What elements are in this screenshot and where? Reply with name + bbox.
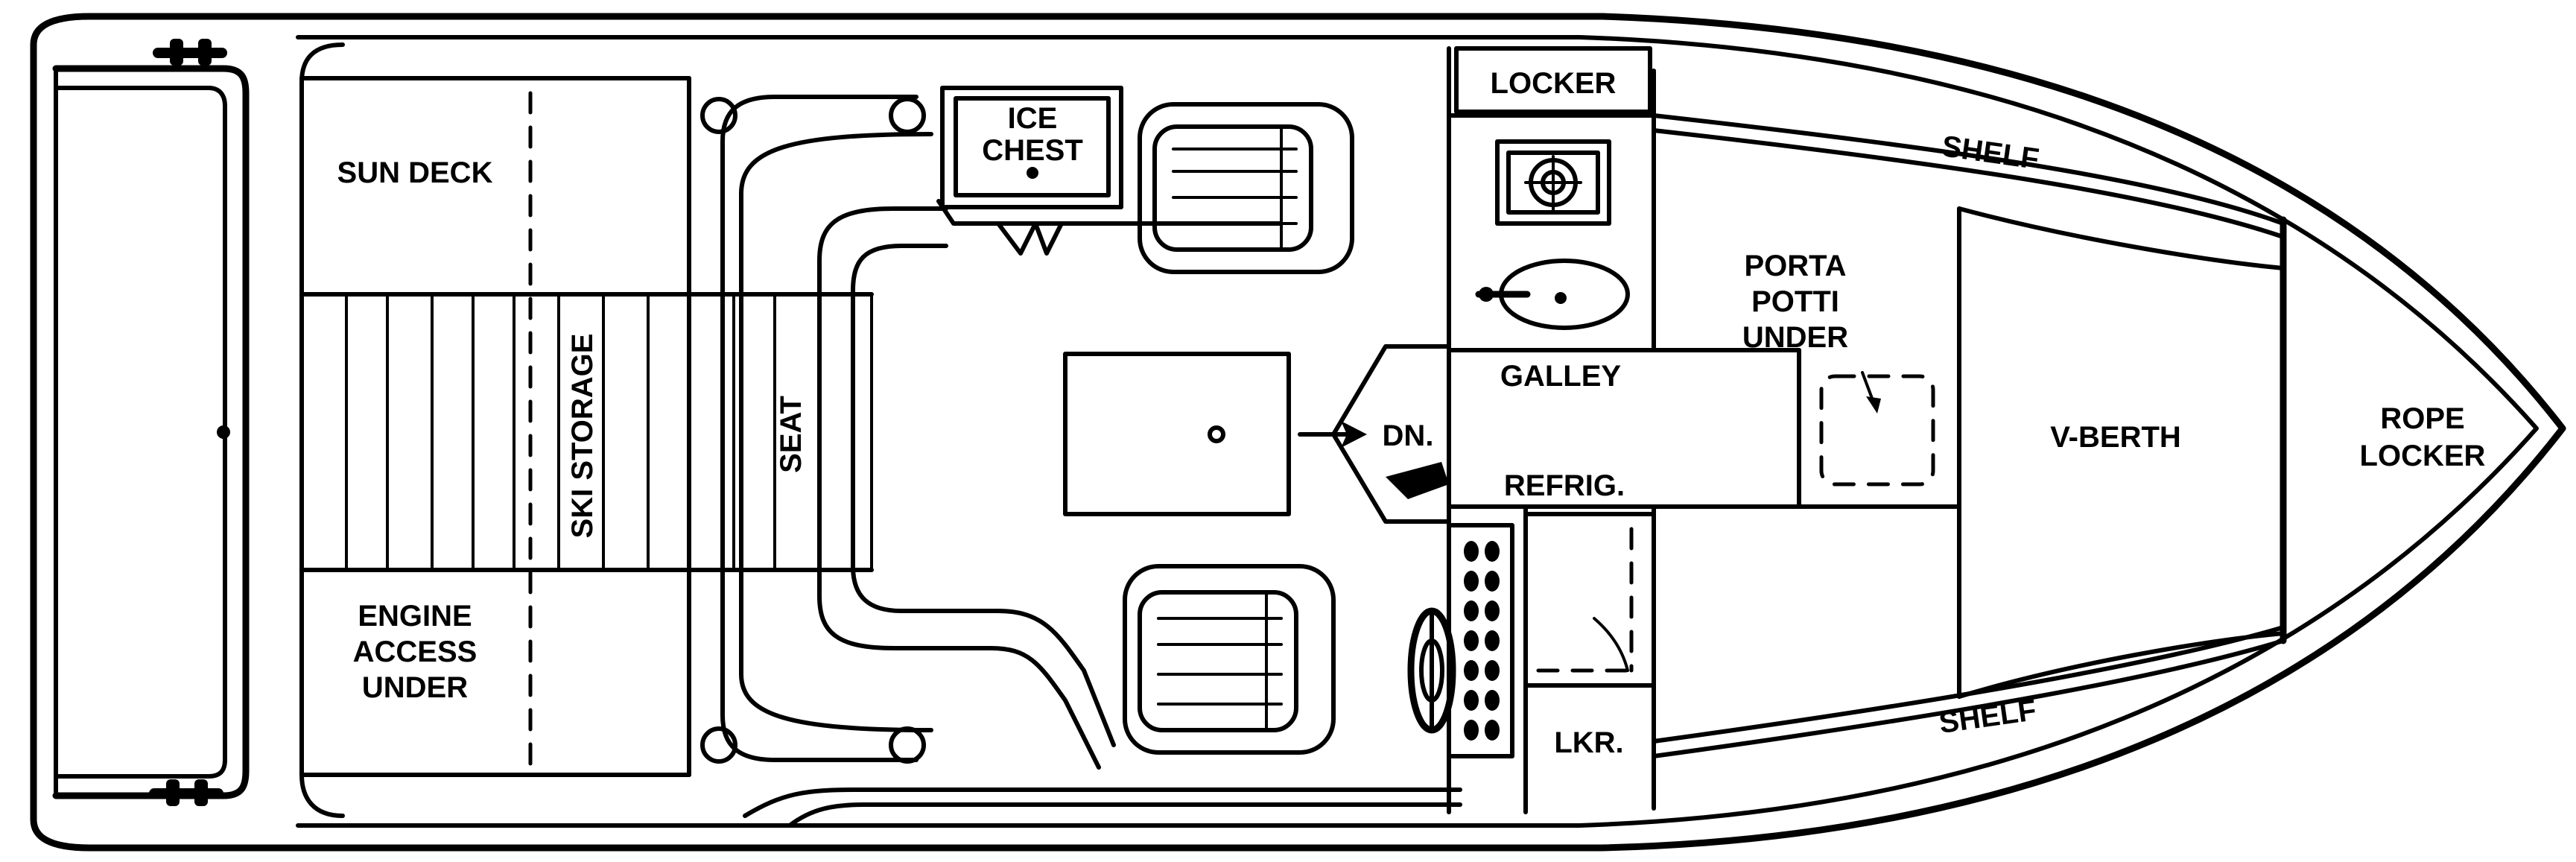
label-rope-locker-1: ROPE	[2380, 402, 2464, 435]
ice-chest	[940, 86, 1123, 256]
label-locker: LOCKER	[1491, 67, 1617, 100]
helm-seat-top	[1138, 102, 1354, 274]
label-refrig: REFRIG.	[1504, 469, 1625, 502]
porta-potti	[1819, 374, 1935, 487]
stove-icon	[1495, 139, 1611, 226]
label-porta-potti-1: PORTA	[1744, 250, 1846, 282]
label-ice-chest-2: CHEST	[982, 134, 1083, 167]
helm-seat-bottom	[1123, 564, 1336, 755]
label-sun-deck: SUN DECK	[337, 156, 493, 189]
label-lkr: LKR.	[1554, 726, 1623, 759]
label-v-berth: V-BERTH	[2050, 421, 2181, 454]
label-dn: DN.	[1383, 419, 1434, 452]
label-engine-access-1: ENGINE	[358, 600, 472, 633]
cleat-bottom-icon	[149, 779, 223, 806]
steering-wheel-icon	[1407, 607, 1456, 734]
sink-icon	[1475, 259, 1630, 330]
label-engine-access-3: UNDER	[362, 671, 468, 704]
cleat-top-icon	[153, 39, 227, 66]
locker-top	[1454, 46, 1652, 114]
cockpit-area	[720, 86, 1514, 828]
aft-deck-area	[299, 42, 926, 818]
label-porta-potti-3: UNDER	[1742, 321, 1848, 354]
refrigerator	[1523, 512, 1656, 688]
label-ice-chest-1: ICE	[1008, 102, 1058, 135]
labels: SUN DECK ENGINE ACCESS UNDER SKI STORAGE…	[337, 67, 2486, 759]
hull-outline	[30, 13, 2566, 852]
label-engine-access-2: ACCESS	[353, 636, 478, 668]
cabin-walls	[1447, 46, 2287, 814]
label-galley: GALLEY	[1500, 360, 1622, 393]
label-seat: SEAT	[775, 396, 808, 473]
cockpit-table	[1063, 352, 1291, 516]
label-porta-potti-2: POTTI	[1751, 285, 1839, 318]
label-ski-storage: SKI STORAGE	[566, 334, 599, 539]
label-shelf-bottom: SHELF	[1937, 694, 2038, 740]
helm-dash	[1447, 523, 1514, 758]
label-rope-locker-2: LOCKER	[2360, 440, 2486, 472]
